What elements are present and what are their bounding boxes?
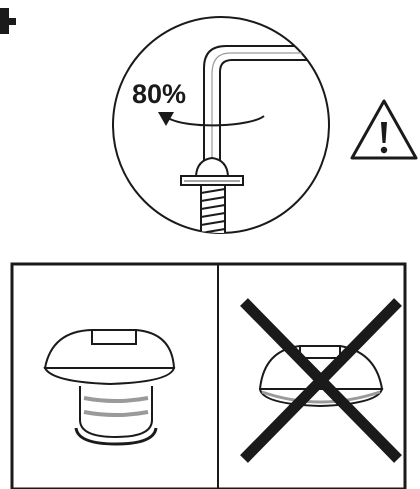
rotation-arrow-icon: [158, 112, 265, 127]
torque-label: 80%: [132, 79, 186, 109]
warning-triangle-icon: [350, 99, 418, 160]
torque-detail-circle: 80%: [112, 16, 330, 234]
screw-head-fully-seated-icon: [43, 329, 176, 446]
cross-out-mark: [240, 298, 402, 463]
screw-icon: [180, 156, 244, 233]
corner-mark: [0, 8, 16, 34]
